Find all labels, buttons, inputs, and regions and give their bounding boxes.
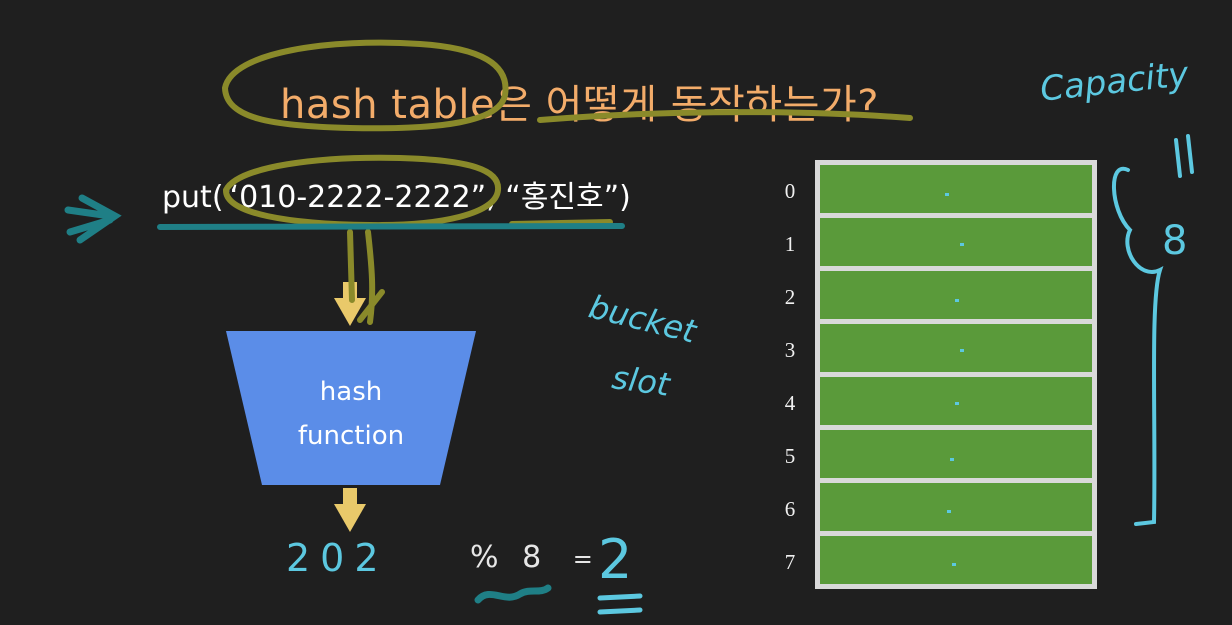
bucket-4 [820,377,1092,425]
bucket-index: 1 [784,232,796,256]
tilde-mark [474,584,552,604]
page-title: hash table은 어떻게 동작하는가? [280,82,879,128]
arrow-down-icon [334,488,366,532]
bucket-index: 6 [784,497,796,521]
modulo-operator: % [470,540,499,575]
result-underline [597,593,643,615]
bucket-7 [820,536,1092,584]
slot-note: slot [609,358,673,404]
hash-function-box [226,331,476,485]
bucket-index: 0 [784,179,796,203]
bucket-3 [820,324,1092,372]
modulo-divisor: 8 [522,540,542,575]
hash-function-label-line1: hash [319,377,383,407]
bucket-index: 5 [784,444,796,468]
bucket-2 [820,271,1092,319]
capacity-brace [1111,166,1164,526]
highlight-annotations [221,39,913,325]
equals-sign: = [572,545,593,573]
arrow-right-icon [64,194,122,244]
bucket-index: 4 [784,391,796,415]
modulo-result: 2 [598,528,633,591]
hash-function-label-line2: function [297,421,405,451]
bucket-5 [820,430,1092,478]
bucket-1 [820,218,1092,266]
bucket-table [815,160,1097,589]
hash-function-label: hash function [226,370,476,458]
hash-result: 202 [286,536,389,580]
bucket-index: 2 [784,285,796,309]
put-underline [157,223,625,230]
bucket-6 [820,483,1092,531]
modulo-expression: % 8 = [470,540,607,575]
capacity-value-note: 8 [1162,218,1188,264]
bucket-0 [820,165,1092,213]
bucket-index: 3 [784,338,796,362]
bucket-index: 7 [784,550,796,574]
capacity-equals-mark [1174,134,1194,178]
